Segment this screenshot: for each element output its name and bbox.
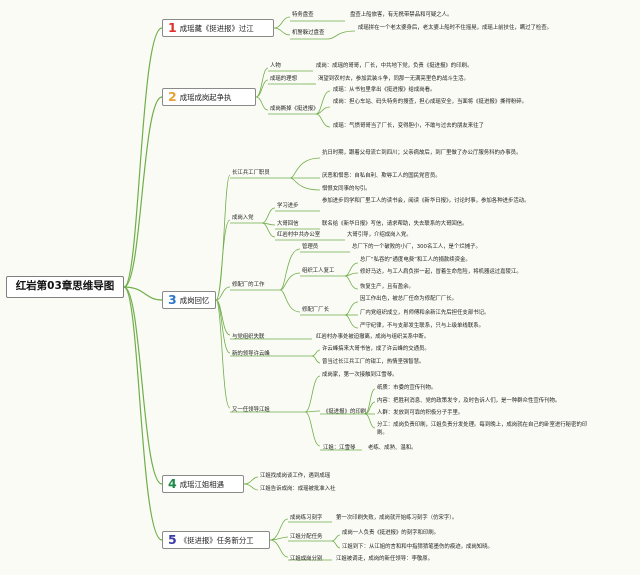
b2-text-a: 成岗：成瑶的哥哥，厂长，中共地下党，负责《挺进报》的印刷。 <box>316 63 473 69</box>
b3-text-c3: 修好马达，与工人肩负拼一起，冒着生命危险，将机器运过嘉陵江。 <box>360 269 522 275</box>
b3-text-c7: 严守纪律，不与支部发生联系，只与上级单线联系。 <box>360 323 484 329</box>
b3-node-e: 新的领导许云峰 <box>232 351 270 357</box>
b3-sub-g: 《挺进报》的印刷 <box>323 409 367 415</box>
b3-text-e2: 曾当过长江兵工厂的钳工，热情坚强智慧。 <box>322 359 425 365</box>
root-topic: 红岩第03章思维导图 <box>6 276 124 298</box>
b2-text-b: 渴望到农村去，参加武装斗争，同那一无满亮里色的战斗生活。 <box>318 76 469 82</box>
b3-text-c6: 厂内党组织成立，肖师傅和余新江先后担任支部书记。 <box>360 310 490 316</box>
branch-1-number: 1 <box>168 20 177 35</box>
branch-4-label: 成瑶江姐相遇 <box>179 480 225 489</box>
b2-text-c: 成瑶：从书包里拿出《挺进报》给成岗看。 <box>333 87 436 93</box>
b4-text-a: 江姐找成岗谈工作，遇到成瑶 <box>260 473 331 479</box>
b3-sub-h: 江姐：江雪琴 <box>323 445 356 451</box>
b5-text-d: 江姐被调走，成岗的新任领导：李敬原。 <box>336 556 434 562</box>
b3-text-f4: 人群：发放到可靠的积极分子手里。 <box>377 410 464 416</box>
b3-text-d1: 红岩村办事处被迫撤离，成岗与组织关系中断。 <box>316 334 430 340</box>
b3-text-e1: 许云峰搞来大哥书信，成了许云峰的交通员。 <box>322 346 430 352</box>
b3-sub-d: 管理员 <box>302 244 319 250</box>
b2-text-d: 成岗：担心车站、码头特务的搜查，担心成瑶安全，当面将《挺进报》撕得粉碎。 <box>333 99 528 105</box>
b3-sub-f: 修配厂厂长 <box>302 307 329 313</box>
b3-text-b2: 联名给《新华日报》写信，请求帮助，失去联系的大哥回信。 <box>322 221 468 227</box>
branch-5-node[interactable]: 5《挺进报》任务新分工 <box>162 531 270 549</box>
branch-3-label: 成岗回忆 <box>179 296 210 305</box>
b2-node-c: 成岗撕掉《挺进报》 <box>270 106 319 112</box>
b3-sub-c: 红岩村中共办公室 <box>277 232 321 238</box>
b2-node-a: 人物 <box>270 63 281 69</box>
b1-text-b: 成瑶拼在一个老太婆身后，老太婆上船时不住摇晃，成瑶上前扶住，瞒过了检查。 <box>358 25 553 31</box>
b3-sub-e: 组织工人复工 <box>302 268 335 274</box>
b2-text-e: 成瑶：气愤哥哥当了厂长，变得胆小，不敢与过去的朋友来往了 <box>333 123 484 129</box>
b3-text-f2: 纸质：市委的宣传刊物。 <box>377 385 437 391</box>
b3-text-a2: 厌恶和憎恶：自私自利、欺辱工人的国民党官员。 <box>322 173 441 179</box>
b3-node-b: 成岗入党 <box>232 215 254 221</box>
b3-text-c1: 总厂下的一个破败的小厂，300名工人，是个烂摊子。 <box>352 244 481 250</box>
branch-3-number: 3 <box>168 292 177 307</box>
b3-text-f3: 内容：把胜利消息、党的政策发令，及时告诉人们，是一种群众性宣传刊物。 <box>377 398 561 404</box>
b3-text-f5: 分工：成岗负责印刷，江姐负责分发处理。每到晚上，成岗就在自己的卧室进行秘密的印刷… <box>377 422 588 436</box>
branch-4-number: 4 <box>168 476 177 491</box>
b5-node-c: 江姐成岗分别 <box>290 556 323 562</box>
b4-text-b: 江姐告诉成岗：成瑶被批准入社 <box>260 486 336 492</box>
b3-node-f: 又一任领导江姐 <box>232 407 270 413</box>
b5-text-b: 成岗一人负责《挺进报》的刻字和印刷。 <box>342 530 440 536</box>
b3-text-f6: 老练、成熟、温和。 <box>368 445 417 451</box>
b1-node-a: 特务盘查 <box>292 12 314 18</box>
b1-node-b: 机警躲过盘查 <box>292 30 325 36</box>
b1-text-a: 盘查上船旅客，有无携带禁品和可疑之人。 <box>350 12 453 18</box>
b3-node-d: 与党组织失联 <box>232 334 265 340</box>
b5-node-a: 成岗练习刻字 <box>290 515 323 521</box>
b3-text-c5: 因工作出色，被总厂任命为修配厂厂长。 <box>360 296 458 302</box>
b3-text-c2: 总厂“私吞的”通度电费”和工人的捐款续资金。 <box>360 257 471 263</box>
branch-5-label: 《挺进报》任务新分工 <box>179 536 254 545</box>
b5-node-b: 江姐分配任务 <box>290 534 323 540</box>
b3-text-b1: 参加进步同学和厂里工人的读书会，阅读《新华日报》，讨论时事，参加各种进步活动。 <box>322 198 530 204</box>
b3-text-a3: 憎恨女同事的勾引。 <box>322 186 371 192</box>
b3-sub-b: 大哥回信 <box>277 221 299 227</box>
branch-2-number: 2 <box>168 89 177 104</box>
b3-text-a1: 抗日时期，跟着父母流亡到四川；父亲病故后，到厂里做了办公厅服务科的办事员。 <box>322 150 522 156</box>
b3-text-c4: 恢复生产，且有盈余。 <box>360 284 414 290</box>
b3-node-c: 修配厂的工作 <box>232 282 265 288</box>
branch-5-number: 5 <box>168 532 177 547</box>
b3-text-b3: 大哥引导，介绍成岗入党。 <box>347 232 412 238</box>
b5-text-c: 江姐到下：从江姐的言和和中指猜猜笔墨伤的痕迹，成岗知晓。 <box>342 544 493 550</box>
b3-node-a: 长江兵工厂职员 <box>232 170 270 176</box>
branch-2-label: 成瑶成岗起争执 <box>179 93 232 102</box>
b5-text-a: 第一次印刷失败，成岗就开始练习刻字（仿宋字）。 <box>336 515 458 521</box>
b3-text-f1: 成岗家，第一次接触到江雪琴。 <box>322 372 398 378</box>
b2-node-b: 成瑶的理想 <box>270 76 297 82</box>
b3-sub-a: 学习进步 <box>277 203 299 209</box>
branch-1-label: 成瑶藏《挺进报》过江 <box>179 24 254 33</box>
